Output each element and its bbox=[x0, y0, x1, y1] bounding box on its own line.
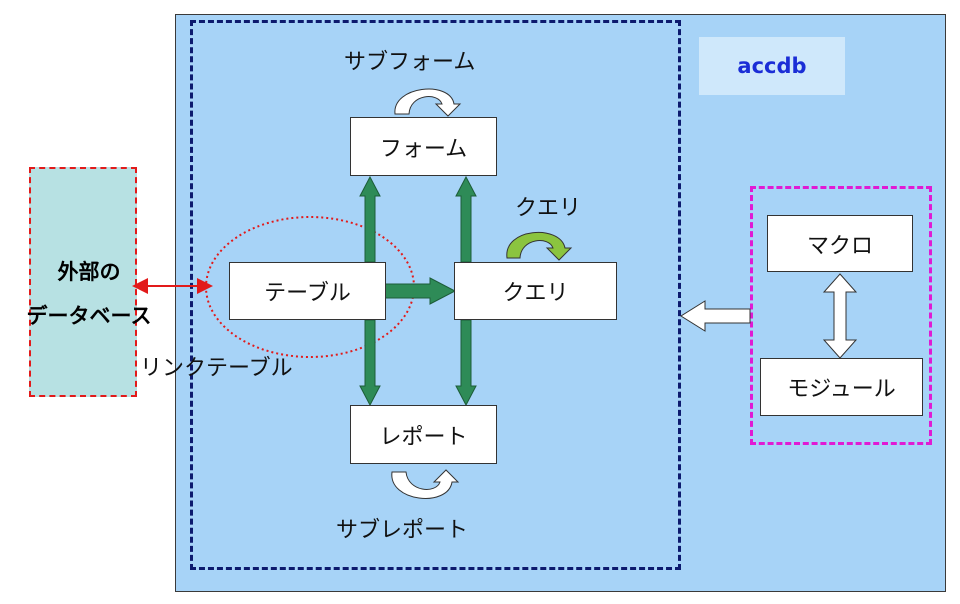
form-node: フォーム bbox=[350, 117, 497, 176]
arrow-code-to-objects bbox=[680, 300, 751, 332]
external-database-label: 外部の データベース bbox=[14, 250, 164, 338]
external-database-line-2: データベース bbox=[26, 304, 152, 328]
subquery-loop-icon bbox=[506, 231, 573, 261]
arrow-macro-module bbox=[822, 273, 858, 359]
external-database-box bbox=[29, 167, 137, 397]
report-node: レポート bbox=[350, 405, 497, 464]
subreport-loop-icon bbox=[391, 469, 460, 499]
subform-loop-icon bbox=[394, 88, 462, 117]
external-database-line-1: 外部の bbox=[57, 260, 121, 284]
subquery-label: クエリ bbox=[515, 196, 582, 221]
arrow-query-to-report bbox=[455, 319, 477, 407]
arrow-query-to-form bbox=[455, 175, 477, 263]
object-group-frame bbox=[190, 20, 681, 570]
arrow-table-to-form bbox=[359, 175, 381, 263]
arrow-table-to-query bbox=[384, 277, 457, 305]
macro-node: マクロ bbox=[767, 215, 913, 272]
table-node: テーブル bbox=[229, 262, 386, 320]
module-node: モジュール bbox=[760, 358, 923, 416]
query-node: クエリ bbox=[454, 262, 617, 320]
arrow-table-to-report bbox=[359, 319, 381, 407]
accdb-badge: accdb bbox=[699, 37, 845, 95]
link-table-label: リンクテーブル bbox=[140, 356, 293, 381]
subform-label: サブフォーム bbox=[344, 50, 476, 75]
subreport-label: サブレポート bbox=[336, 518, 469, 543]
code-group-frame bbox=[750, 186, 932, 445]
